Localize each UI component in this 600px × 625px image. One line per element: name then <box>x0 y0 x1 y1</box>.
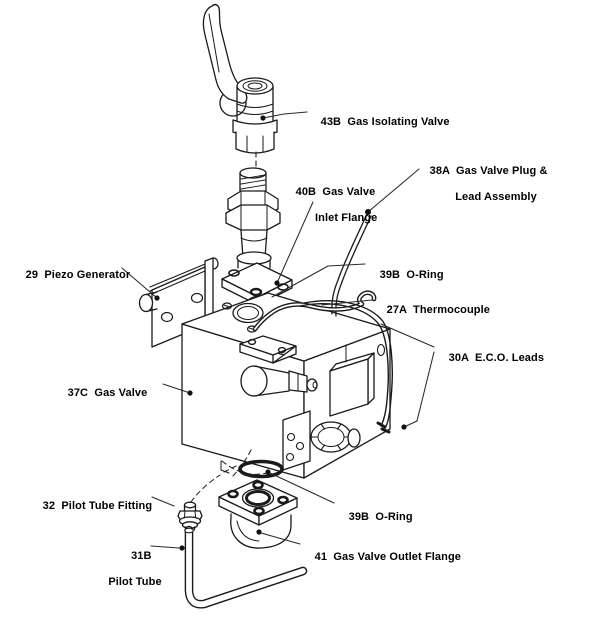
leader-27a <box>321 299 373 306</box>
part-label-text: Inlet Flange <box>315 212 378 224</box>
part-label-text: 27A Thermocouple <box>386 304 490 316</box>
label-37c-gas-valve: 37C Gas Valve <box>55 374 148 413</box>
label-41-gas-valve-outlet-flange: 41 Gas Valve Outlet Flange <box>302 538 461 577</box>
leader-31b <box>150 545 180 549</box>
part-label-text: Lead Assembly <box>455 191 537 203</box>
label-32-pilot-tube-fitting: 32 Pilot Tube Fitting <box>30 487 152 526</box>
leader-30a-lower <box>403 351 435 428</box>
label-31b-pilot-tube: 31B Pilot Tube <box>100 537 170 615</box>
leader-39b-bottom <box>269 472 335 504</box>
leader-lines <box>121 111 435 551</box>
part-label-text: 39B O-Ring <box>348 511 413 523</box>
gas-valve-outlet-flange-drawing <box>218 479 298 549</box>
leader-dots <box>154 115 407 551</box>
pilot-tube-drawing <box>184 525 308 609</box>
leader-38a <box>367 168 420 213</box>
gas-isolating-valve-drawing <box>202 3 278 172</box>
label-30a-eco-leads: 30A E.C.O. Leads <box>436 339 544 378</box>
leader-41 <box>260 532 301 545</box>
leader-40b <box>276 201 314 284</box>
label-27a-thermocouple: 27A Thermocouple <box>374 291 490 330</box>
label-43b-gas-isolating-valve: 43B Gas Isolating Valve <box>308 103 450 142</box>
part-label-text: 30A E.C.O. Leads <box>448 352 545 364</box>
part-label-text: 32 Pilot Tube Fitting <box>42 500 153 512</box>
leader-37c <box>162 383 191 394</box>
part-label-text: Pilot Tube <box>108 576 162 588</box>
leader-43b <box>262 111 308 119</box>
label-29-piezo-generator: 29 Piezo Generator <box>13 256 131 295</box>
o-ring-bottom-drawing <box>238 459 284 479</box>
leader-32 <box>151 496 175 507</box>
thermocouple-wire-drawing <box>252 290 377 332</box>
leader-39b-top <box>271 263 366 298</box>
label-39b-o-ring-upper: 39B O-Ring <box>367 256 444 295</box>
part-label-text: 37C Gas Valve <box>67 387 148 399</box>
part-label-text: 41 Gas Valve Outlet Flange <box>314 551 461 563</box>
leader-30a-upper <box>380 323 435 348</box>
part-label-text: 38A Gas Valve Plug & <box>429 165 548 177</box>
part-label-text: 40B Gas Valve <box>295 186 376 198</box>
part-label-text: 43B Gas Isolating Valve <box>320 116 450 128</box>
part-label-text: 39B O-Ring <box>379 269 444 281</box>
part-label-text: 31B <box>131 550 152 562</box>
part-label-text: 29 Piezo Generator <box>25 269 131 281</box>
gas-valve-body-drawing <box>181 292 391 479</box>
gas-valve-inlet-flange-drawing <box>221 167 293 306</box>
leader-29 <box>121 267 158 299</box>
label-38a-gas-valve-plug-lead-assembly: 38A Gas Valve Plug & Lead Assembly <box>417 152 575 230</box>
label-39b-o-ring-lower: 39B O-Ring <box>336 498 413 537</box>
label-40b-gas-valve-inlet-flange: 40B Gas Valve Inlet Flange <box>283 173 378 251</box>
pilot-tube-fitting-drawing <box>177 465 237 531</box>
